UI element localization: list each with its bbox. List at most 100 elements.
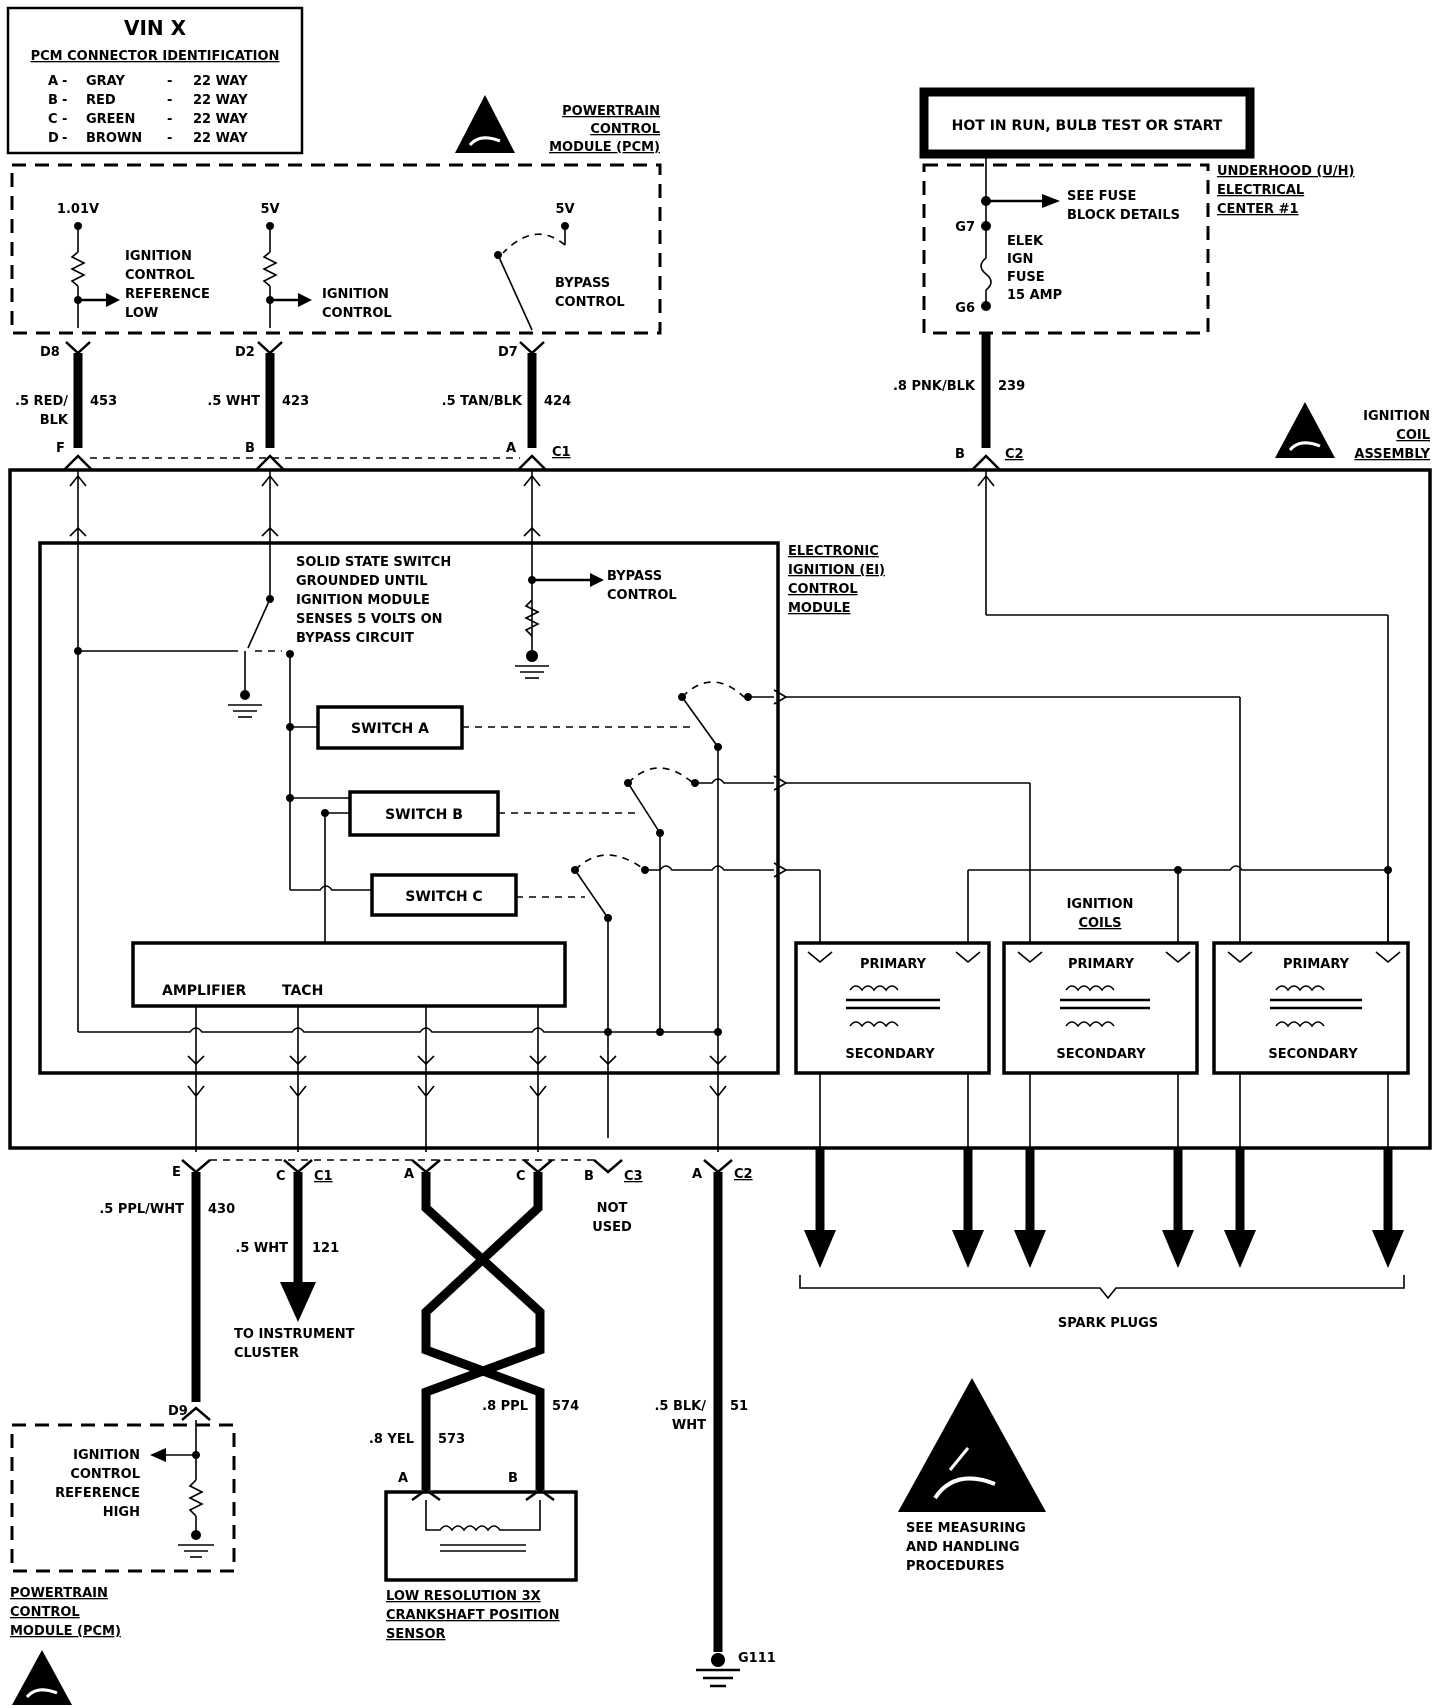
- svg-text:239: 239: [998, 379, 1025, 394]
- svg-text:BROWN: BROWN: [86, 131, 142, 146]
- esd-warning-icon: [455, 95, 515, 153]
- c1-internal-wires: [69, 470, 541, 1032]
- svg-text:C: C: [516, 1169, 526, 1184]
- ref-low-circuit: 1.01V IGNITION CONTROL REFERENCE LOW: [57, 202, 210, 328]
- wire-453: .5 RED/ BLK 453 F: [15, 341, 117, 456]
- svg-text:SOLID STATE SWITCH: SOLID STATE SWITCH: [296, 555, 451, 570]
- switch-a: SWITCH A: [316, 705, 464, 750]
- svg-text:C: C: [48, 112, 58, 127]
- svg-text:AMPLIFIER: AMPLIFIER: [162, 983, 246, 999]
- svg-text:POWERTRAIN: POWERTRAIN: [562, 104, 660, 119]
- svg-text:WHT: WHT: [672, 1418, 706, 1433]
- svg-text:G111: G111: [738, 1651, 776, 1666]
- svg-text:CONTROL: CONTROL: [125, 268, 195, 283]
- pin-d7: D7: [498, 345, 518, 360]
- svg-text:CLUSTER: CLUSTER: [234, 1346, 299, 1361]
- svg-text:UNDERHOOD (U/H): UNDERHOOD (U/H): [1217, 164, 1354, 179]
- svg-text:AND HANDLING: AND HANDLING: [906, 1540, 1020, 1555]
- svg-text:CONTROL: CONTROL: [10, 1605, 80, 1620]
- fuse-circuit: SEE FUSE BLOCK DETAILS G7 G6 ELEK IGN FU…: [955, 154, 1180, 316]
- table-row: C- GREEN- 22 WAY: [48, 112, 248, 127]
- svg-text:.8 PNK/BLK: .8 PNK/BLK: [893, 379, 976, 394]
- hot-in-run-box: HOT IN RUN, BULB TEST OR START: [919, 87, 1255, 159]
- svg-text:121: 121: [312, 1241, 339, 1256]
- svg-text:LOW RESOLUTION 3X: LOW RESOLUTION 3X: [386, 1589, 541, 1604]
- ground-g111: G111: [696, 1651, 776, 1688]
- svg-text:SENSOR: SENSOR: [386, 1627, 446, 1642]
- svg-text:-: -: [62, 131, 67, 146]
- svg-text:CONTROL: CONTROL: [322, 306, 392, 321]
- svg-text:SENSES 5 VOLTS ON: SENSES 5 VOLTS ON: [296, 612, 443, 627]
- svg-text:F: F: [56, 441, 65, 456]
- svg-text:D: D: [48, 131, 59, 146]
- svg-text:ASSEMBLY: ASSEMBLY: [1354, 447, 1430, 462]
- svg-text:.5 BLK/: .5 BLK/: [654, 1399, 706, 1414]
- svg-text:C3: C3: [624, 1169, 643, 1184]
- svg-text:BYPASS: BYPASS: [555, 276, 610, 291]
- svg-text:MODULE (PCM): MODULE (PCM): [549, 140, 660, 155]
- svg-text:B: B: [584, 1169, 594, 1184]
- wire-121: .5 WHT 121 TO INSTRUMENT CLUSTER: [234, 1172, 355, 1361]
- svg-text:CONTROL: CONTROL: [788, 582, 858, 597]
- svg-text:BLK: BLK: [40, 413, 69, 428]
- table-row: A- GRAY- 22 WAY: [48, 74, 248, 89]
- svg-text:-: -: [167, 131, 172, 146]
- wire-239: .8 PNK/BLK 239 B C2: [893, 333, 1025, 471]
- underhood-label: UNDERHOOD (U/H) ELECTRICAL CENTER #1: [1217, 164, 1354, 217]
- svg-text:NOT: NOT: [597, 1201, 628, 1216]
- svg-text:MODULE (PCM): MODULE (PCM): [10, 1624, 121, 1639]
- switch-actuators: [462, 726, 695, 898]
- switch-b: SWITCH B: [348, 790, 500, 837]
- pcm-top-box: [10, 163, 662, 335]
- svg-text:5V: 5V: [555, 202, 574, 217]
- coil-assembly-label: IGNITION COIL ASSEMBLY: [1354, 409, 1430, 462]
- esd-warning-icon: [898, 1378, 1046, 1512]
- svg-text:CONTROL: CONTROL: [70, 1467, 140, 1482]
- svg-text:453: 453: [90, 394, 117, 409]
- svg-text:BYPASS: BYPASS: [607, 569, 662, 584]
- svg-text:CONTROL: CONTROL: [590, 122, 660, 137]
- svg-text:-: -: [62, 74, 67, 89]
- svg-text:ELECTRICAL: ELECTRICAL: [1217, 183, 1304, 198]
- svg-text:PRIMARY: PRIMARY: [860, 957, 927, 972]
- svg-text:POWERTRAIN: POWERTRAIN: [10, 1586, 108, 1601]
- svg-text:CENTER #1: CENTER #1: [1217, 202, 1299, 217]
- spark-plug-outputs: SPARK PLUGS: [799, 1073, 1405, 1331]
- svg-text:423: 423: [282, 394, 309, 409]
- ei-module-label: ELECTRONIC IGNITION (EI) CONTROL MODULE: [788, 544, 885, 616]
- svg-text:SEE MEASURING: SEE MEASURING: [906, 1521, 1026, 1536]
- svg-text:IGNITION: IGNITION: [322, 287, 389, 302]
- switch-bus: [286, 654, 372, 943]
- svg-text:424: 424: [544, 394, 571, 409]
- svg-text:REFERENCE: REFERENCE: [125, 287, 210, 302]
- wire-51: .5 BLK/ WHT 51: [654, 1172, 748, 1652]
- svg-text:GROUNDED UNTIL: GROUNDED UNTIL: [296, 574, 428, 589]
- svg-text:IGNITION: IGNITION: [1067, 897, 1134, 912]
- svg-text:IGNITION (EI): IGNITION (EI): [788, 563, 885, 578]
- svg-text:C2: C2: [1005, 447, 1024, 462]
- coil-feed-lines: [786, 470, 1392, 943]
- svg-text:574: 574: [552, 1399, 579, 1414]
- svg-text:-: -: [167, 74, 172, 89]
- wire-424: .5 TAN/BLK 424 A C1: [442, 341, 571, 460]
- svg-text:SECONDARY: SECONDARY: [1056, 1047, 1146, 1062]
- svg-text:.8 YEL: .8 YEL: [369, 1432, 414, 1447]
- svg-text:C1: C1: [552, 445, 571, 460]
- ignition-coil-2: PRIMARY SECONDARY: [1002, 941, 1199, 1075]
- c1-connector-marks: [63, 454, 547, 471]
- svg-text:15 AMP: 15 AMP: [1007, 288, 1062, 303]
- solid-state-switch: SOLID STATE SWITCH GROUNDED UNTIL IGNITI…: [74, 555, 451, 718]
- pin-d2: D2: [235, 345, 255, 360]
- svg-text:ELEK: ELEK: [1007, 234, 1044, 249]
- svg-text:B: B: [955, 447, 965, 462]
- svg-text:BLOCK DETAILS: BLOCK DETAILS: [1067, 208, 1180, 223]
- pin-d8: D8: [40, 345, 60, 360]
- svg-text:E: E: [172, 1165, 181, 1180]
- ignition-coils-label: IGNITION COILS: [1067, 897, 1134, 931]
- svg-text:C1: C1: [314, 1169, 333, 1184]
- switch-c: SWITCH C: [370, 873, 518, 917]
- svg-text:GREEN: GREEN: [86, 112, 135, 127]
- svg-text:-: -: [62, 112, 67, 127]
- svg-text:HIGH: HIGH: [103, 1505, 140, 1520]
- svg-text:MODULE: MODULE: [788, 601, 851, 616]
